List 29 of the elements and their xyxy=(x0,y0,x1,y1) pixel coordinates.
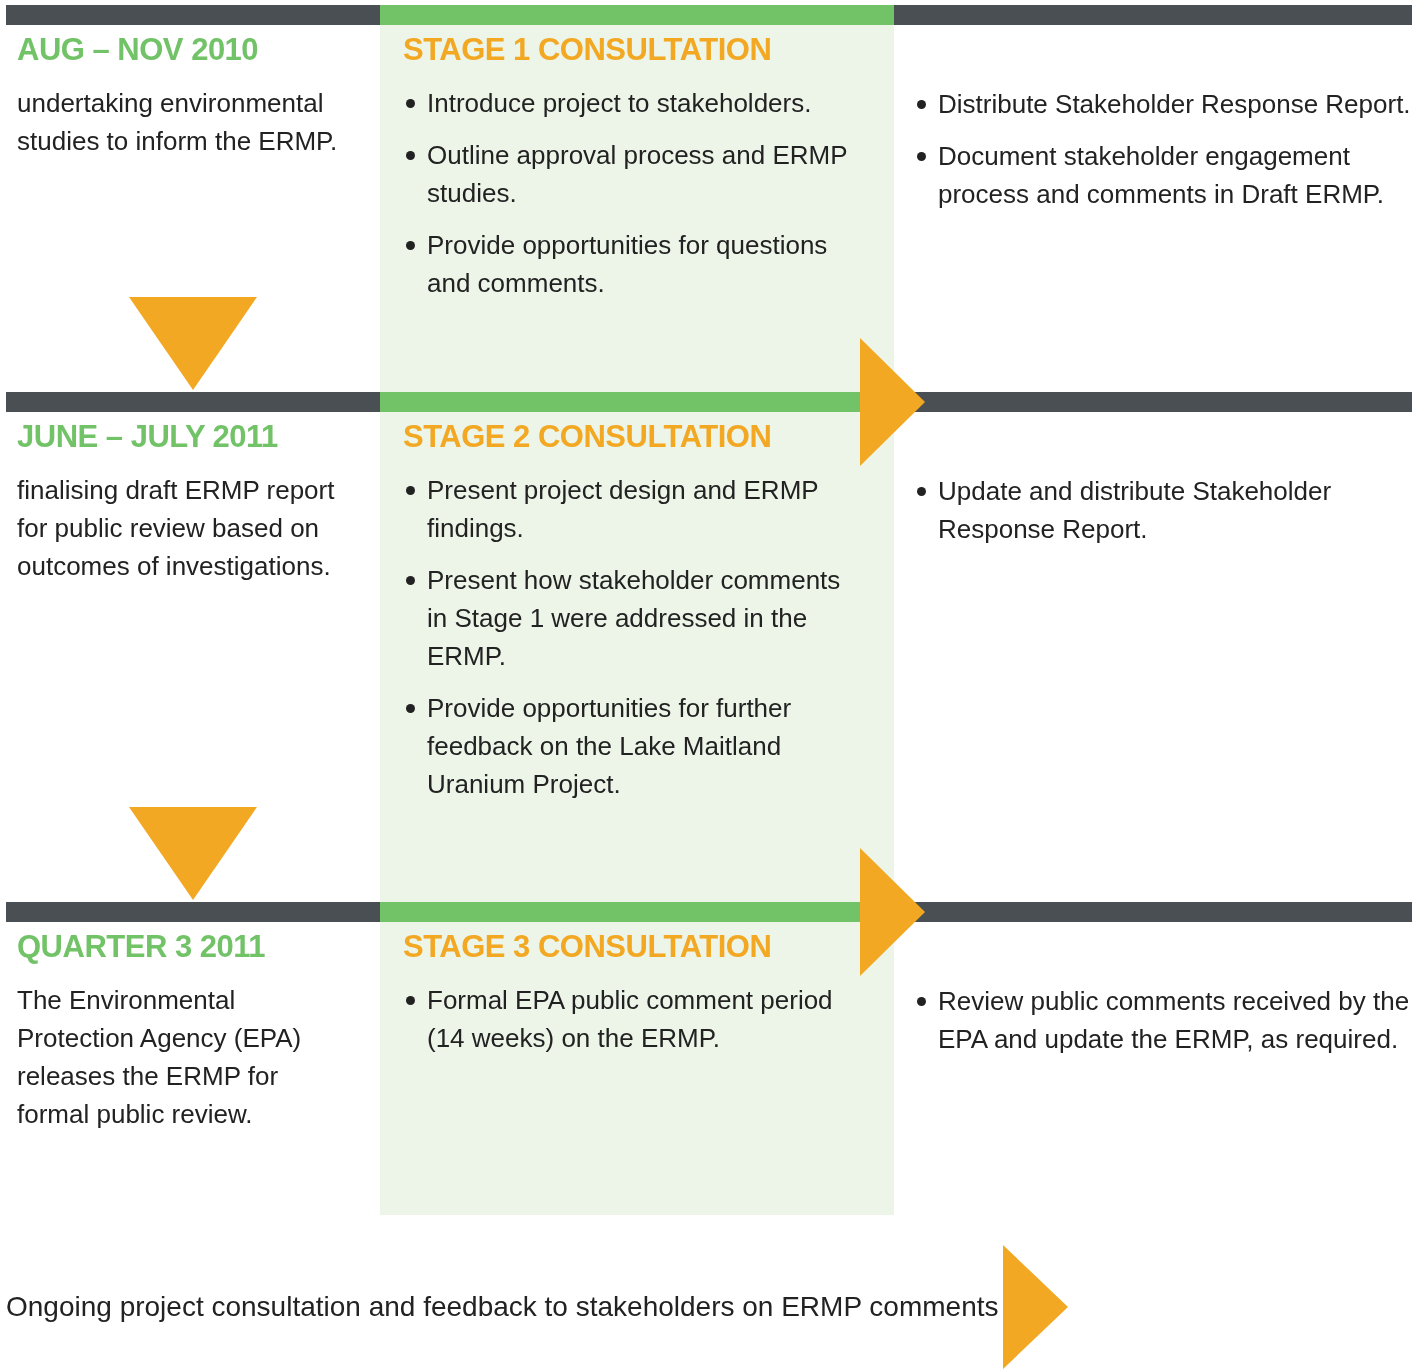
description-text: The Environmental Protection Agency (EPA) releases the ERMP for formal public review. xyxy=(17,984,303,1131)
note-text: Ongoing project consultation and feedback to stakeholders on ERMP comments xyxy=(6,1291,999,1322)
bullet-text: Formal EPA public comment period (14 weeks) on the ERMP. xyxy=(427,984,834,1055)
bullet-text: Provide opportunities for questions and comments. xyxy=(427,229,829,300)
description-text: finalising draft ERMP report for public review based on outcomes of investigations. xyxy=(17,474,336,583)
heading: JUNE – JULY 2011 xyxy=(17,419,278,455)
bullet-text: Present how stakeholder comments in Stage 1 were addressed in the ERMP. xyxy=(427,564,842,673)
bullet-text: Introduce project to stakeholders. xyxy=(427,87,813,120)
bullet-text: Distribute Stakeholder Response Report. xyxy=(938,88,1412,121)
heading: QUARTER 3 2011 xyxy=(17,929,265,965)
heading: STAGE 1 CONSULTATION xyxy=(403,32,772,68)
bullet-text: Outline approval process and ERMP studies. xyxy=(427,139,849,210)
description-text: undertaking environmental studies to inform the ERMP. xyxy=(17,87,339,158)
stage-panel xyxy=(380,392,894,902)
bullet-text: Present project design and ERMP findings. xyxy=(427,474,820,545)
stage-panel xyxy=(380,902,894,1215)
bullet-text: Update and distribute Stakeholder Response Report. xyxy=(938,475,1333,546)
stage-panel xyxy=(380,5,894,392)
heading: STAGE 3 CONSULTATION xyxy=(403,929,772,965)
bullet-text: Provide opportunities for further feedback on the Lake Maitland Uranium Project. xyxy=(427,692,793,801)
bullet-text: Review public comments received by the EPA and update the ERMP, as required. xyxy=(938,985,1411,1056)
arrow xyxy=(860,848,925,976)
arrow xyxy=(860,338,925,466)
heading: STAGE 2 CONSULTATION xyxy=(403,419,772,455)
arrow xyxy=(129,807,257,900)
arrow xyxy=(1003,1245,1068,1369)
arrow xyxy=(129,297,257,390)
bullet-text: Document stakeholder engagement process and comments in Draft ERMP. xyxy=(938,140,1386,211)
heading: AUG – NOV 2010 xyxy=(17,32,259,68)
